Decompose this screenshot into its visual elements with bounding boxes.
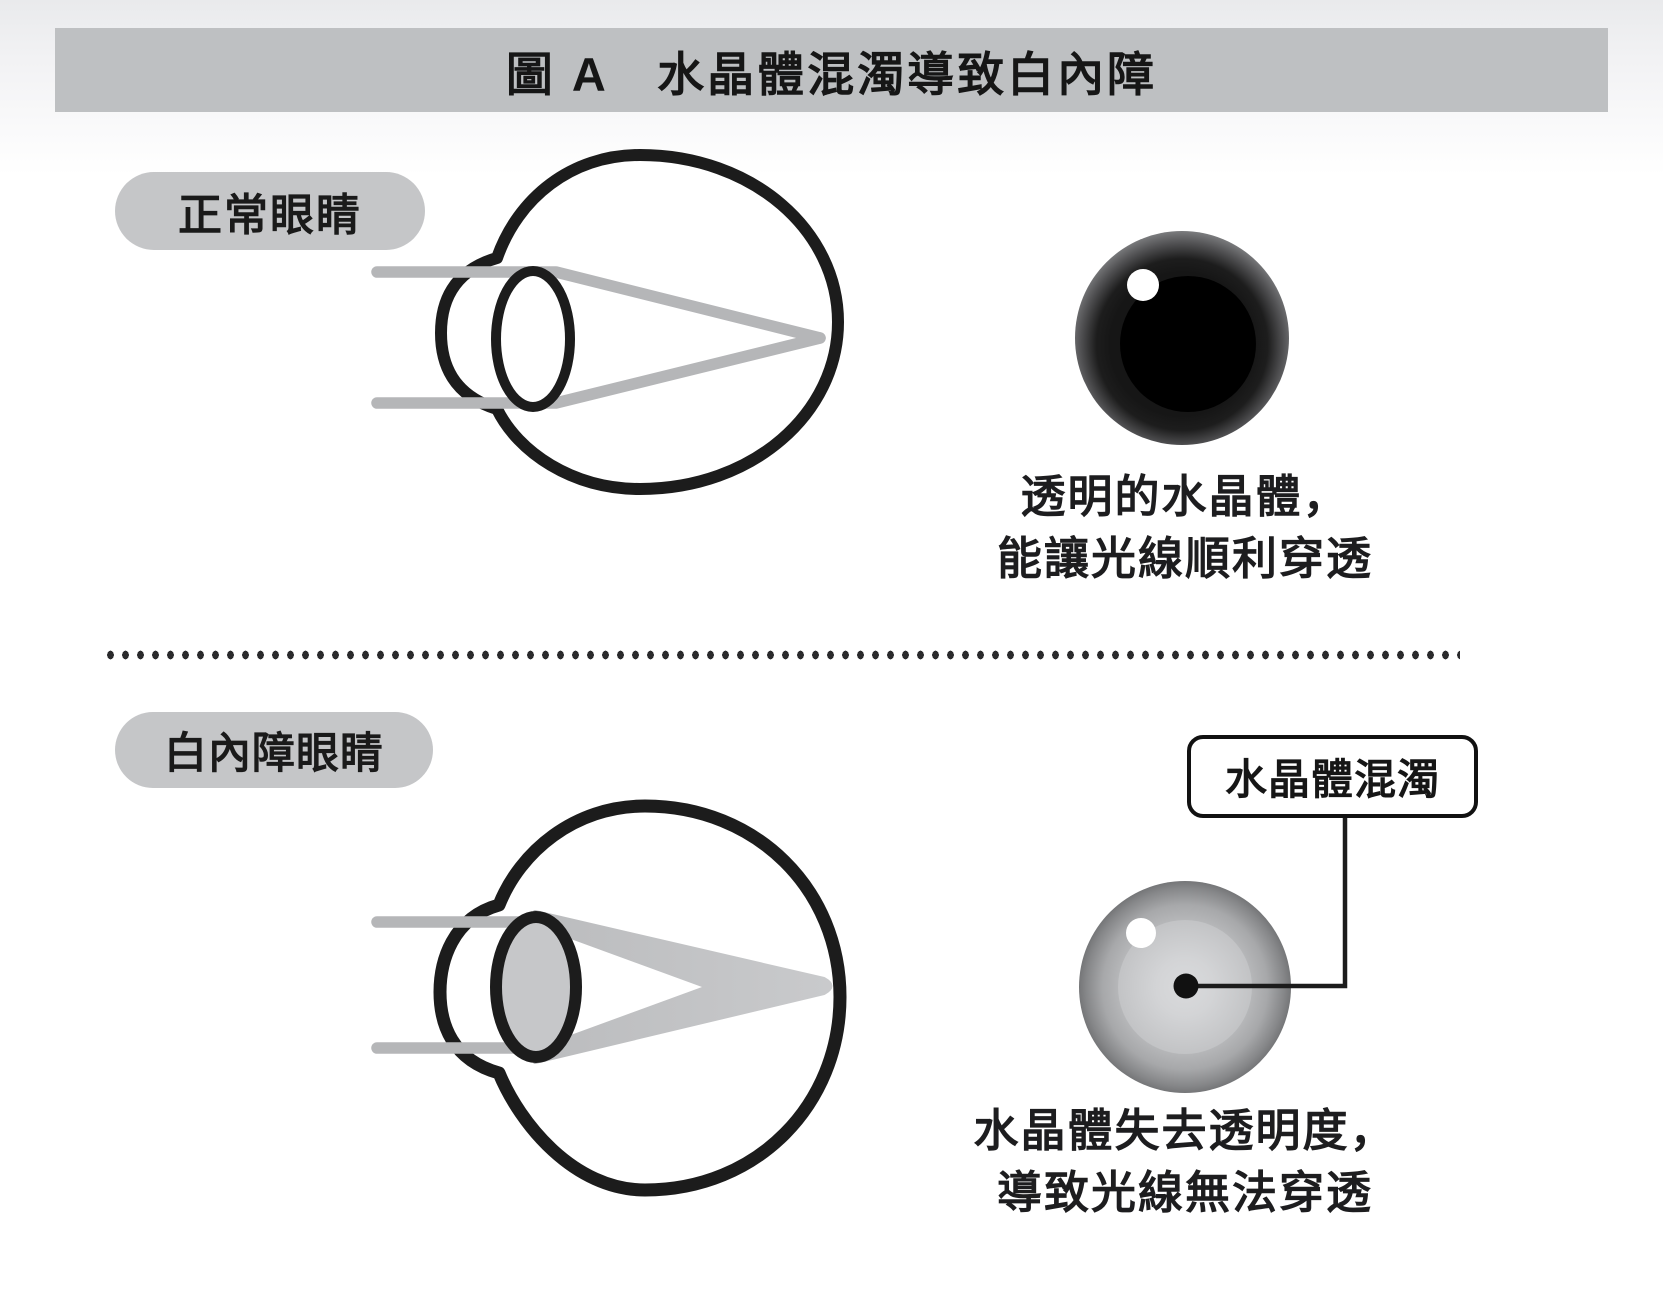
cataract-caption-line-1: 水晶體失去透明度， bbox=[973, 1105, 1397, 1156]
figure-title-banner: 圖 A 水晶體混濁導致白內障 bbox=[55, 28, 1608, 112]
normal-eye-label-pill: 正常眼睛 bbox=[115, 172, 425, 250]
eye-highlight-icon bbox=[1126, 918, 1156, 948]
cataract-eye-label-pill: 白內障眼睛 bbox=[115, 712, 433, 788]
cataract-caption-line-2: 導致光線無法穿透 bbox=[996, 1167, 1373, 1218]
cataract-eye-caption: 水晶體失去透明度， 導致光線無法穿透 bbox=[880, 1100, 1490, 1224]
cloudy-lens-icon bbox=[490, 911, 582, 1063]
clear-lens-icon bbox=[491, 266, 575, 412]
figure-title: 圖 A 水晶體混濁導致白內障 bbox=[505, 47, 1158, 101]
eye-highlight-icon bbox=[1127, 269, 1159, 301]
dotted-divider bbox=[103, 648, 1460, 662]
cataract-eye-label: 白內障眼睛 bbox=[164, 730, 384, 778]
normal-eye-label: 正常眼睛 bbox=[178, 191, 362, 240]
normal-eye-caption: 透明的水晶體， 能讓光線順利穿透 bbox=[880, 466, 1490, 590]
lens-opacity-callout-label: 水晶體混濁 bbox=[1224, 756, 1440, 803]
clear-eye-photo-icon bbox=[1075, 231, 1289, 445]
light-ray-lower-icon bbox=[371, 332, 826, 409]
light-wedge-inner-notch bbox=[568, 938, 702, 1036]
callout-connector bbox=[1173, 816, 1348, 999]
lens-center-dot-icon bbox=[1173, 973, 1199, 999]
normal-caption-line-1: 透明的水晶體， bbox=[1020, 471, 1350, 522]
callout-connector-line-icon bbox=[1186, 816, 1348, 989]
light-ray-upper-icon bbox=[371, 266, 826, 344]
normal-caption-line-2: 能讓光線順利穿透 bbox=[996, 533, 1373, 584]
lens-opacity-callout: 水晶體混濁 bbox=[1187, 735, 1478, 818]
cataract-eye-diagram-icon bbox=[371, 799, 847, 1197]
normal-eye-diagram-icon bbox=[371, 149, 844, 495]
